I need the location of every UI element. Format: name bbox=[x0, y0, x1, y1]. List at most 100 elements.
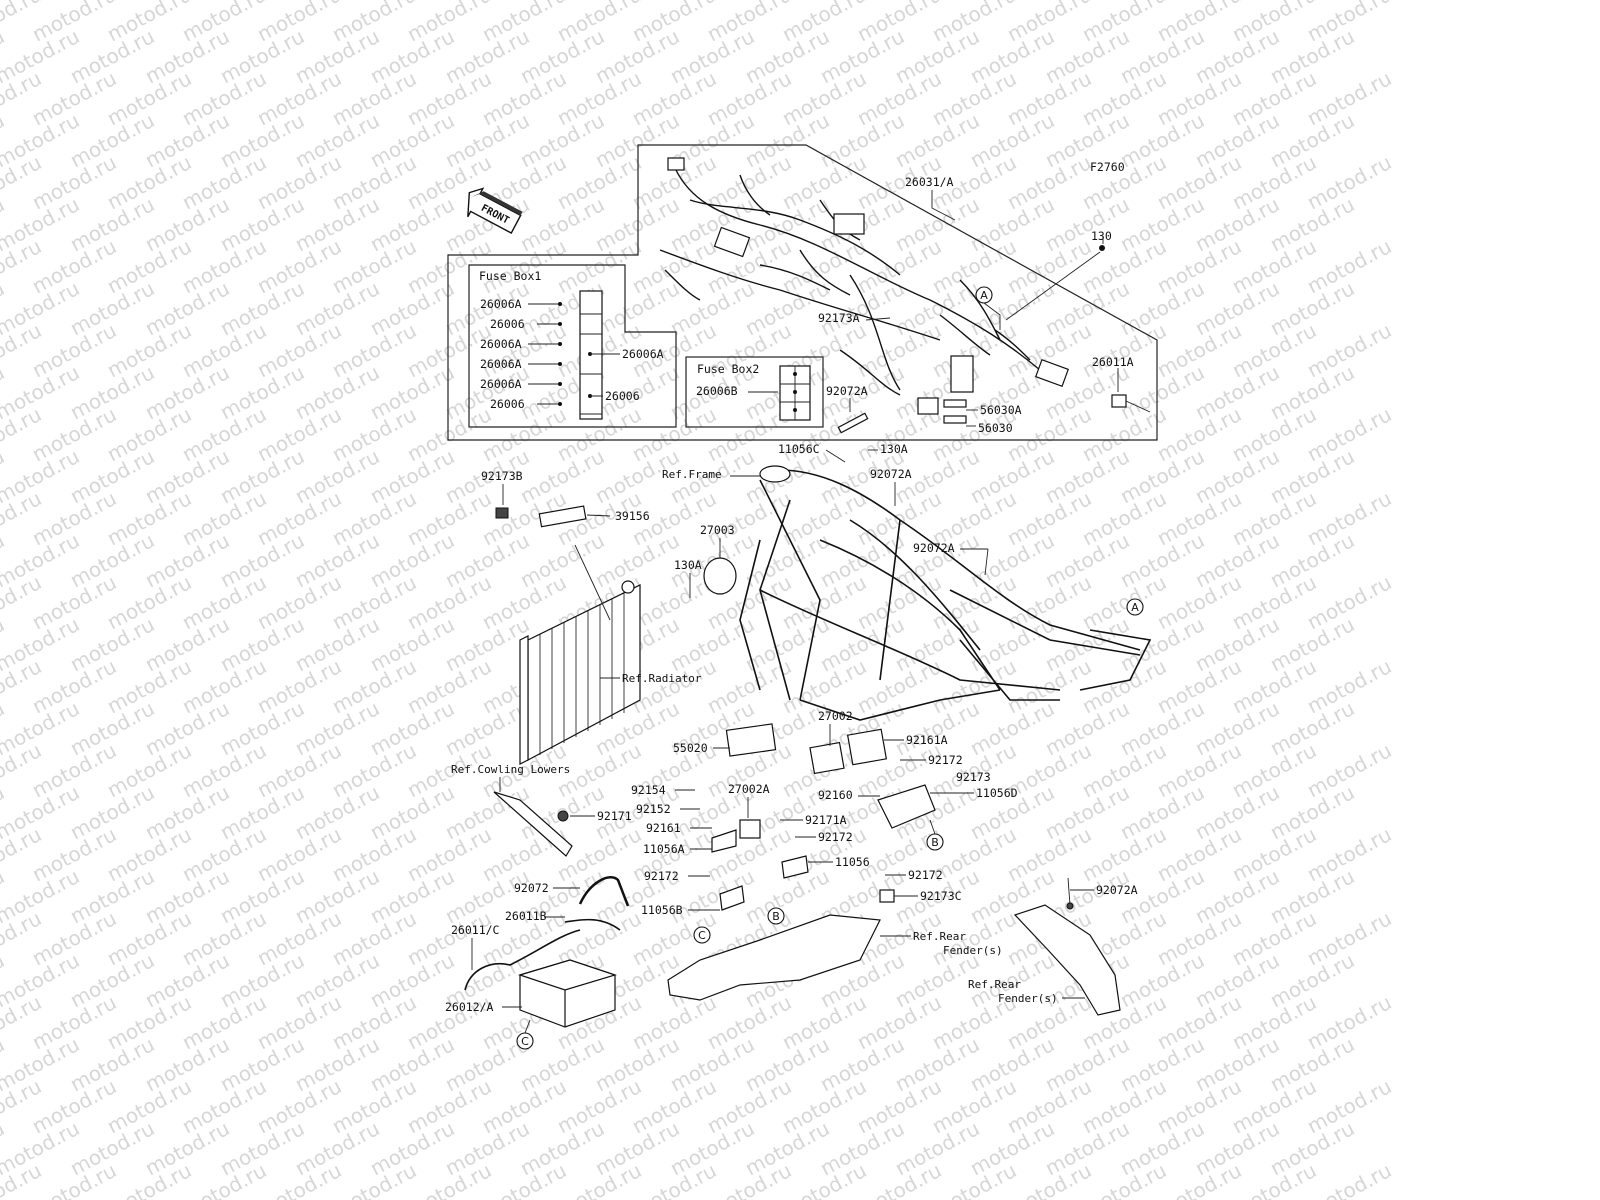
harness-tube bbox=[1034, 358, 1070, 388]
damper-161-label: 92161 bbox=[646, 821, 681, 835]
bracket-56a-label: 11056A bbox=[643, 842, 685, 856]
bolt-label: 130 bbox=[1091, 229, 1112, 243]
clamp-a2-label: 92072A bbox=[913, 541, 955, 555]
band-b-label: 92173B bbox=[481, 469, 523, 483]
relay-part-27002 bbox=[809, 741, 845, 775]
bracket-part bbox=[943, 399, 967, 408]
motorcycle-frame bbox=[739, 469, 1152, 721]
battery-label: 26012/A bbox=[445, 1000, 494, 1014]
fuse-label: 26006 bbox=[490, 317, 525, 331]
fuse-box2-frame bbox=[685, 356, 824, 428]
svg-text:C: C bbox=[698, 929, 706, 942]
bolt-a-label: 130A bbox=[880, 442, 908, 456]
svg-text:B: B bbox=[931, 836, 939, 849]
holder-171a-label: 92171A bbox=[805, 813, 847, 827]
damper-label: 92160 bbox=[818, 788, 853, 802]
watermark-layer: motod.rumotod.rumotod.rumotod.rumotod.ru… bbox=[0, 0, 1395, 1200]
harness-panel-outline bbox=[447, 144, 1158, 441]
harness-connector bbox=[917, 397, 939, 415]
relay-label: 27003 bbox=[700, 523, 735, 537]
callout-b-right: B bbox=[926, 833, 944, 851]
bolt-172d-label: 92172 bbox=[908, 868, 943, 882]
cable-label: 26011A bbox=[1092, 355, 1134, 369]
callout-b-tray: B bbox=[767, 907, 785, 925]
fuse-label: 26006A bbox=[480, 377, 522, 391]
pad-label: 39156 bbox=[615, 509, 650, 523]
cable-part-26011b bbox=[564, 918, 621, 931]
clamp-a1-label: 92072A bbox=[870, 467, 912, 481]
clamp-part bbox=[837, 412, 869, 434]
ref-frame-label: Ref.Frame bbox=[662, 468, 722, 481]
holder-171-label: 92171 bbox=[597, 809, 632, 823]
svg-text:C: C bbox=[521, 1035, 529, 1048]
washer-152-label: 92152 bbox=[636, 802, 671, 816]
bracket-part-11056 bbox=[781, 855, 809, 879]
fuse-box1-title: Fuse Box1 bbox=[479, 269, 541, 283]
cover-part-55020 bbox=[725, 723, 777, 757]
fuse-label: 26006A bbox=[480, 337, 522, 351]
front-arrow-icon: FRONT bbox=[467, 187, 523, 234]
clamp-label: 92072A bbox=[826, 384, 868, 398]
fuse-label: 26006A bbox=[480, 297, 522, 311]
fuse-label-right: 26006A bbox=[622, 347, 664, 361]
band-part-92173c bbox=[879, 889, 895, 903]
callout-c-tray: C bbox=[693, 926, 711, 944]
harness-label: 26031/A bbox=[905, 175, 954, 189]
ref-rear-fender1-line1: Ref.Rear bbox=[913, 930, 966, 943]
bolt-172b-label: 92172 bbox=[818, 830, 853, 844]
screw-154-label: 92154 bbox=[631, 783, 666, 797]
band-173c-label: 92173C bbox=[920, 889, 962, 903]
ref-rear-fender1-line2: Fender(s) bbox=[943, 944, 1003, 957]
ref-rear-fender2-line1: Ref.Rear bbox=[968, 978, 1021, 991]
band-label: 92173A bbox=[818, 311, 860, 325]
fuse-label: 26006 bbox=[490, 397, 525, 411]
cable-c-label: 26011/C bbox=[451, 923, 500, 937]
strap-label: 92072 bbox=[514, 881, 549, 895]
cable-part-26011c bbox=[464, 929, 581, 991]
bolt-icon bbox=[1099, 245, 1105, 251]
bracket-56-label: 11056 bbox=[835, 855, 870, 869]
bracket-part-11056b bbox=[719, 885, 745, 911]
damper-a-label: 92161A bbox=[906, 733, 948, 747]
bracket-part bbox=[943, 415, 967, 424]
bolt-172a-label: 92172 bbox=[928, 753, 963, 767]
bracket-label: 56030 bbox=[978, 421, 1013, 435]
rear-fender-tray bbox=[667, 914, 881, 1001]
clamp-rear-label: 92072A bbox=[1096, 883, 1138, 897]
rear-fender-right bbox=[1013, 904, 1121, 1016]
steering-head bbox=[759, 465, 791, 483]
cowling-stay bbox=[493, 791, 573, 857]
bracket-part-11056a bbox=[711, 829, 737, 853]
fuse-box2-title: Fuse Box2 bbox=[697, 362, 759, 376]
bolt-172c-label: 92172 bbox=[644, 869, 679, 883]
bolt-a2-label: 130A bbox=[674, 558, 702, 572]
battery bbox=[518, 959, 617, 1028]
figure-code: F2760 bbox=[1090, 160, 1125, 174]
bracket-d-label: 11056D bbox=[976, 786, 1018, 800]
ref-rear-fender2-line2: Fender(s) bbox=[998, 992, 1058, 1005]
bracket-a-label: 56030A bbox=[980, 403, 1022, 417]
callout-a-top: A bbox=[975, 286, 993, 304]
relay-2a-label: 27002A bbox=[728, 782, 770, 796]
cover-label: 55020 bbox=[673, 741, 708, 755]
strap-part-92072 bbox=[578, 876, 630, 907]
fuse-box1-rows: 26006A 26006 26006A 26006A 26006A 26006 … bbox=[480, 297, 664, 415]
harness-relay bbox=[713, 226, 751, 258]
damper-part-92161a bbox=[846, 728, 888, 766]
pad-part-39156 bbox=[538, 505, 587, 528]
ref-cowling-label: Ref.Cowling Lowers bbox=[451, 763, 570, 776]
cable-terminal bbox=[1111, 394, 1127, 408]
svg-text:B: B bbox=[772, 910, 780, 923]
svg-text:A: A bbox=[1131, 601, 1139, 614]
fuse-box1-frame bbox=[468, 264, 677, 428]
bracket-c-label: 11056C bbox=[778, 442, 820, 456]
fuse-label: 26006A bbox=[480, 357, 522, 371]
harness-connector bbox=[950, 355, 974, 393]
fuse-box2-label: 26006B bbox=[696, 384, 738, 398]
relay-part-27003 bbox=[703, 557, 737, 595]
bracket-56b-label: 11056B bbox=[641, 903, 683, 917]
band-173-label: 92173 bbox=[956, 770, 991, 784]
relay-2-label: 27002 bbox=[818, 709, 853, 723]
holder-part-92171 bbox=[557, 810, 569, 822]
